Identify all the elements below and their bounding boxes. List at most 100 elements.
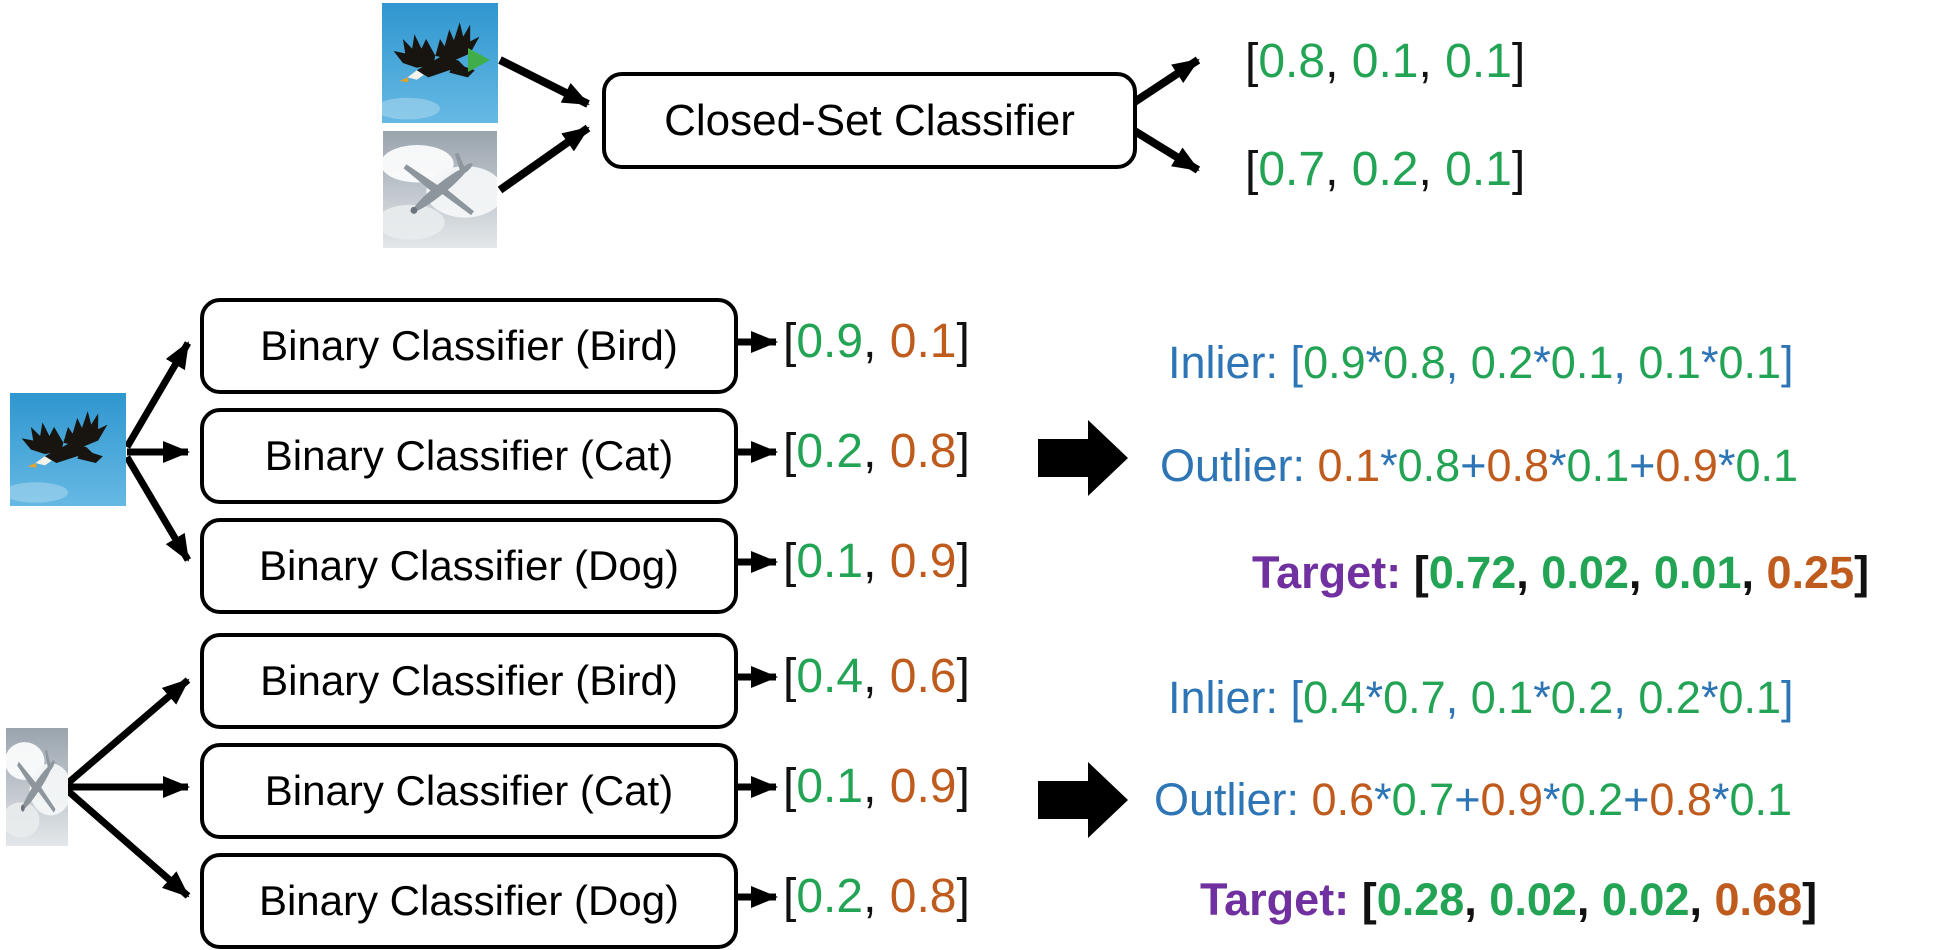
text-segment: , (1689, 874, 1715, 925)
text-segment: 0.1 (1638, 337, 1701, 388)
inlier-line-2: Inlier: [0.4*0.7, 0.1*0.2, 0.2*0.1] (1168, 667, 1794, 729)
text-segment: Inlier: (1168, 672, 1291, 723)
text-segment: 0.7 (1258, 143, 1326, 196)
text-segment: * (1700, 337, 1719, 388)
text-segment: ] (956, 425, 970, 478)
text-segment: 0.9 (796, 315, 864, 368)
text-segment: , (1464, 874, 1490, 925)
text-segment: [ (783, 870, 797, 923)
closed-set-output-vector-2: [0.7, 0.2, 0.1] (1245, 140, 1525, 200)
text-segment: 0.1 (796, 535, 864, 588)
text-segment: 0.2 (1550, 672, 1614, 723)
text-segment: * (1374, 774, 1392, 825)
text-segment: 0.1 (1351, 35, 1419, 88)
text-segment: ] (1802, 874, 1818, 925)
arrow-eagle-to-bird-box (123, 341, 192, 449)
text-segment: + (1623, 774, 1650, 825)
text-segment: [ (1361, 874, 1377, 925)
text-segment: * (1543, 774, 1561, 825)
text-segment: Target: (1252, 547, 1414, 598)
binary-classifier-dog-label-2: Binary Classifier (Dog) (258, 877, 680, 924)
text-segment: 0.1 (889, 315, 957, 368)
text-segment: * (1717, 440, 1736, 491)
text-segment: 0.1 (1566, 440, 1630, 491)
text-segment: Outlier: (1154, 774, 1312, 825)
text-segment: ] (956, 870, 970, 923)
text-segment: 0.1 (1550, 337, 1614, 388)
arrow-top-plane-to-classifier (497, 124, 591, 194)
text-segment: Outlier: (1160, 440, 1318, 491)
text-segment: , (1613, 337, 1639, 388)
text-segment: 0.1 (1470, 672, 1534, 723)
text-segment: , (863, 870, 890, 923)
text-segment: , (1418, 143, 1446, 196)
arrow-classifier-to-output-1 (1130, 56, 1201, 107)
target-line-1: Target: [0.72, 0.02, 0.01, 0.25] (1252, 542, 1869, 604)
target-line-2: Target: [0.28, 0.02, 0.02, 0.68] (1200, 869, 1817, 931)
text-segment: 0.25 (1766, 547, 1855, 598)
text-segment: , (1445, 337, 1471, 388)
text-segment: , (1741, 547, 1767, 598)
text-segment: 0.9 (889, 535, 957, 588)
text-segment: , (863, 425, 890, 478)
text-segment: 0.68 (1714, 874, 1803, 925)
text-segment: , (863, 650, 890, 703)
text-segment: 0.1 (1445, 35, 1512, 88)
outlier-line-1: Outlier: 0.1*0.8+0.8*0.1+0.9*0.1 (1160, 435, 1798, 497)
eagle-watermark-triangle (468, 48, 490, 72)
text-segment: [ (1290, 337, 1304, 388)
text-segment: ] (956, 315, 970, 368)
text-segment: * (1380, 440, 1398, 491)
text-segment: , (1576, 874, 1602, 925)
text-segment: + (1460, 440, 1487, 491)
text-segment: 0.8 (1649, 774, 1712, 825)
text-segment: ] (1854, 547, 1870, 598)
text-segment: 0.02 (1601, 874, 1690, 925)
arrow-plane-to-bird-box (65, 677, 191, 786)
text-segment: , (1628, 547, 1654, 598)
arrow-classifier-to-output-2 (1130, 126, 1201, 174)
text-segment: ] (956, 535, 970, 588)
text-segment: * (1700, 672, 1719, 723)
text-segment: * (1365, 337, 1384, 388)
text-segment: 0.02 (1489, 874, 1577, 925)
text-segment: [ (1290, 672, 1304, 723)
text-segment: Target: (1200, 874, 1362, 925)
text-segment: 0.9 (1480, 774, 1544, 825)
text-segment: 0.2 (796, 425, 864, 478)
text-segment: [ (1245, 35, 1259, 88)
bird-output-vector-1: [0.9, 0.1] (783, 312, 970, 372)
binary-classifier-cat-label-2: Binary Classifier (Cat) (264, 767, 674, 814)
text-segment: ] (1781, 337, 1794, 388)
text-segment: [ (783, 315, 797, 368)
closed-set-classifier-label: Closed-Set Classifier (664, 95, 1075, 145)
text-segment: [ (783, 535, 797, 588)
airplane-image-top (383, 131, 497, 248)
text-segment: [ (783, 650, 797, 703)
text-segment: ] (1781, 672, 1794, 723)
eagle-image-group1 (10, 393, 126, 506)
text-segment: , (1613, 672, 1639, 723)
text-segment: , (1445, 672, 1471, 723)
text-segment: * (1533, 337, 1551, 388)
text-segment: , (863, 535, 890, 588)
binary-classifier-bird-label-2: Binary Classifier (Bird) (260, 657, 678, 704)
text-segment: 0.9 (1655, 440, 1718, 491)
cat-output-vector-1: [0.2, 0.8] (783, 422, 970, 482)
text-segment: + (1629, 440, 1656, 491)
text-segment: 0.1 (1718, 672, 1782, 723)
text-segment: ] (956, 760, 970, 813)
binary-classifier-cat-label-1: Binary Classifier (Cat) (264, 432, 674, 479)
text-segment: [ (1413, 547, 1429, 598)
text-segment: ] (956, 650, 970, 703)
cat-output-vector-2: [0.1, 0.9] (783, 757, 970, 817)
closed-set-classifier-box: Closed-Set Classifier (602, 72, 1137, 169)
arrow-plane-to-dog-box (65, 788, 191, 899)
text-segment: 0.8 (1397, 440, 1461, 491)
text-segment: 0.2 (796, 870, 864, 923)
text-segment: Inlier: (1168, 337, 1291, 388)
text-segment: , (863, 760, 890, 813)
text-segment: , (1325, 143, 1352, 196)
text-segment: 0.7 (1391, 774, 1455, 825)
